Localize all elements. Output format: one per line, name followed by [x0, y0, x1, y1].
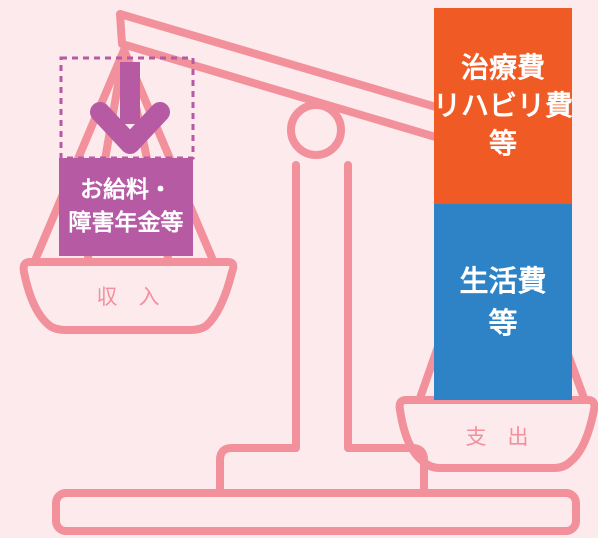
left-pan-strings — [32, 46, 216, 262]
medical-line-2: リハビリ費 — [433, 89, 574, 122]
scale-base — [52, 489, 580, 535]
medical-line-1: 治療費 — [460, 51, 545, 84]
income-line-2: 障害年金等 — [68, 210, 184, 236]
right-pan — [395, 396, 598, 472]
medical-line-3: 等 — [488, 127, 517, 160]
income-box: お給料・ 障害年金等 — [59, 158, 193, 256]
scale-pivot — [287, 101, 345, 159]
income-line-1: お給料・ — [80, 177, 172, 203]
scale-pillar — [216, 161, 428, 497]
down-arrow-icon — [90, 62, 170, 154]
living-line-2: 等 — [488, 306, 518, 340]
expense-pan-label: 支 出 — [466, 425, 529, 449]
living-expense-box: 生活費 等 — [434, 204, 572, 400]
medical-expense-box: 治療費 リハビリ費 等 — [433, 8, 574, 204]
left-pan — [19, 258, 238, 334]
income-pan-label: 収 入 — [97, 285, 160, 309]
living-line-1: 生活費 — [459, 264, 547, 298]
